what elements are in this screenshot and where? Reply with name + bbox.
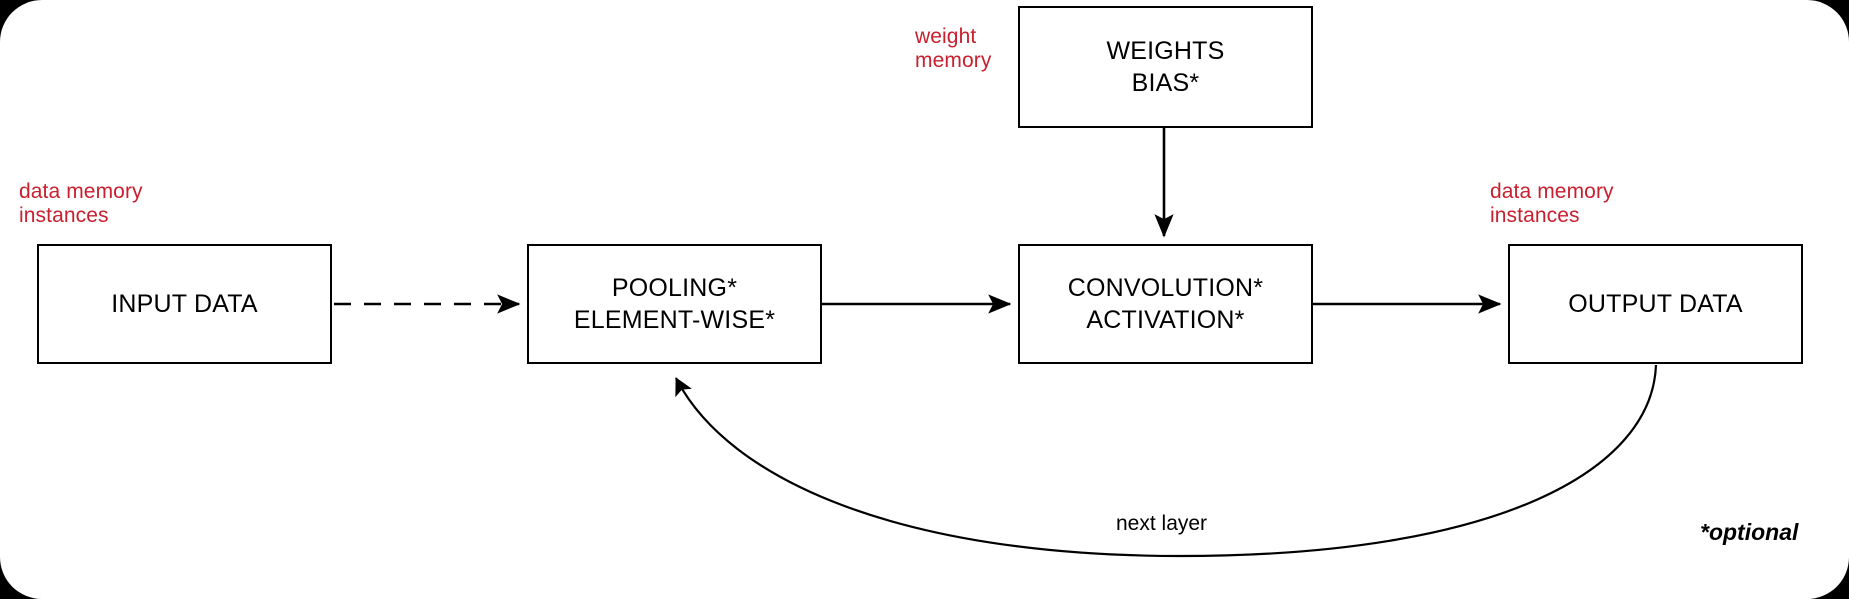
node-pooling-line-2: ELEMENT-WISE* [573,306,776,334]
node-weights-bias[interactable]: WEIGHTS BIAS* [1018,6,1313,128]
annotation-data-memory-left: data memory instances [19,180,143,227]
annotation-data-memory-right: data memory instances [1490,180,1614,227]
node-convolution-activation[interactable]: CONVOLUTION* ACTIVATION* [1018,244,1313,364]
node-pooling-line-1: POOLING* [611,274,738,302]
connector-output-feedback-to-pooling [675,364,1658,558]
annotation-weight-memory: weight memory [915,25,992,72]
node-input-data-line-1: INPUT DATA [111,290,258,318]
node-input-data[interactable]: INPUT DATA [37,244,332,364]
node-output-data[interactable]: OUTPUT DATA [1508,244,1803,364]
node-convolution-line-2: ACTIVATION* [1086,306,1245,334]
annotation-optional: *optional [1700,519,1799,545]
annotation-next-layer: next layer [1116,512,1208,535]
node-convolution-line-1: CONVOLUTION* [1067,274,1264,302]
node-weights-line-2: BIAS* [1131,69,1200,97]
node-weights-line-1: WEIGHTS [1106,37,1225,65]
node-pooling-element-wise[interactable]: POOLING* ELEMENT-WISE* [527,244,822,364]
node-output-data-line-1: OUTPUT DATA [1568,290,1743,318]
